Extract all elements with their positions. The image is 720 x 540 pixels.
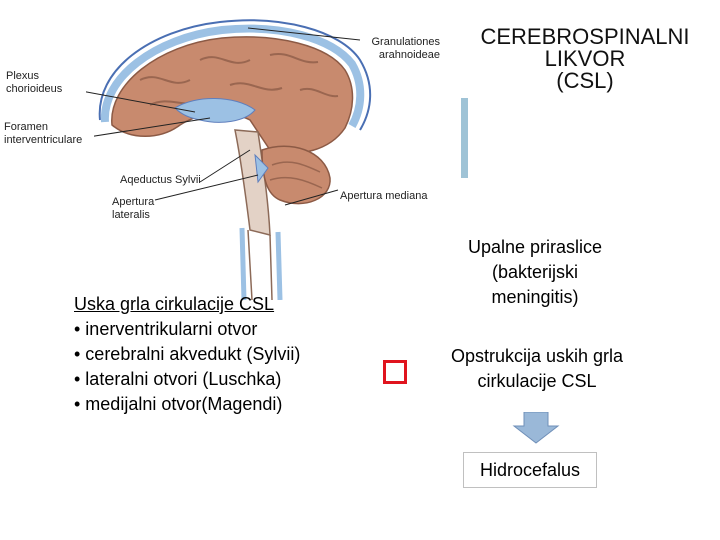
narrow-points-block: Uska grla cirkulacije CSL • inerventriku…	[74, 292, 404, 417]
narrow-point-item: • medijalni otvor(Magendi)	[74, 394, 283, 414]
subarachnoid-space	[100, 24, 365, 128]
adhesions-box: Upalne priraslice (bakterijski meningiti…	[423, 234, 647, 322]
pointer-apertura-lateralis	[154, 174, 259, 201]
narrow-point-item: • lateralni otvori (Luschka)	[74, 369, 282, 389]
spinal-cord	[247, 229, 273, 300]
brain-illustration	[64, 19, 372, 300]
hydrocephalus-box: Hidrocefalus	[463, 452, 597, 488]
label-granulationes: Granulationes arahnoideae	[371, 36, 441, 61]
narrow-point-item: • cerebralni akvedukt (Sylvii)	[74, 344, 301, 364]
label-plexus: Plexus chorioideus	[6, 70, 86, 96]
narrow-points-heading: Uska grla cirkulacije CSL	[74, 294, 275, 314]
cerebellum	[261, 145, 331, 205]
label-apertura-mediana: Apertura mediana	[340, 190, 428, 202]
title-line-1: CEREBROSPINALNI	[480, 24, 690, 49]
cerebellum-folia	[269, 161, 323, 189]
label-aqeductus: Aqeductus Sylvii	[120, 174, 201, 186]
spinal-subarachnoid	[239, 227, 283, 300]
title-line-3: (CSL)	[556, 68, 614, 93]
pointer-plexus	[64, 87, 196, 113]
title-line-2: LIKVOR	[544, 46, 626, 71]
obstruction-text: Opstrukcija uskih grla cirkulacije CSL	[450, 346, 624, 391]
label-apertura-lateralis: Apertura lateralis	[112, 196, 155, 221]
red-marker	[383, 360, 407, 384]
accent-bar	[461, 98, 468, 178]
label-foramen: Foramen interventriculare	[4, 121, 94, 147]
page-title: CEREBROSPINALNI LIKVOR (CSL)	[470, 26, 700, 92]
lateral-ventricle	[174, 98, 256, 123]
fourth-ventricle	[254, 153, 269, 184]
pointer-apertura-mediana	[284, 189, 339, 206]
narrow-point-item: • inerventrikularni otvor	[74, 319, 258, 339]
down-arrow-icon	[512, 412, 560, 444]
brainstem	[234, 129, 271, 236]
gyri	[139, 52, 339, 106]
pointer-aqeductus	[199, 149, 251, 183]
pointer-granulationes	[247, 27, 361, 41]
pointer-foramen	[81, 117, 211, 139]
dura-outline	[98, 19, 372, 131]
